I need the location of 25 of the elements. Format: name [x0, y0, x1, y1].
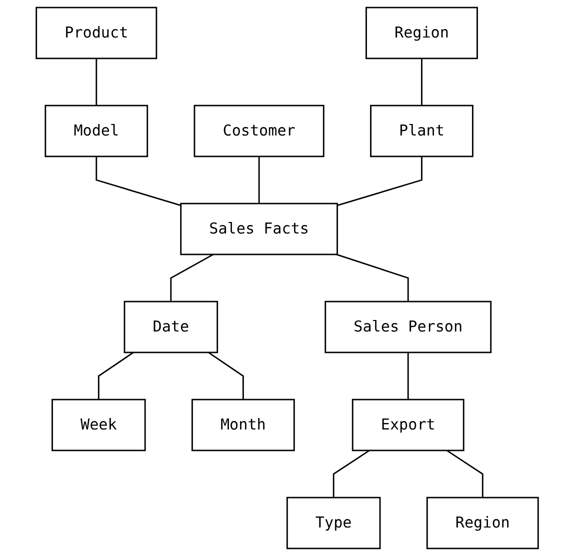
connector [336, 254, 409, 302]
connector [407, 352, 409, 400]
connector [446, 450, 484, 498]
node-box: Plant [370, 104, 474, 158]
connector [98, 352, 134, 400]
node-box: Region [365, 6, 478, 60]
connector [332, 450, 370, 498]
connector [95, 58, 97, 106]
connector [420, 58, 422, 106]
connector [258, 156, 260, 204]
node-box: Model [44, 104, 148, 158]
node-box: Sales Facts [180, 202, 338, 256]
node-box: Sales Person [324, 300, 492, 354]
node-box: Date [124, 300, 218, 354]
node-box: Export [352, 398, 464, 452]
node-box: Costomer [194, 104, 324, 158]
node-box: Region [426, 496, 539, 550]
connector [208, 352, 244, 400]
connector [336, 156, 422, 206]
node-box: Month [191, 398, 295, 452]
connector [170, 254, 214, 302]
node-box: Product [35, 6, 157, 60]
node-box: Week [51, 398, 146, 452]
connector [95, 156, 181, 206]
node-box: Type [286, 496, 380, 550]
